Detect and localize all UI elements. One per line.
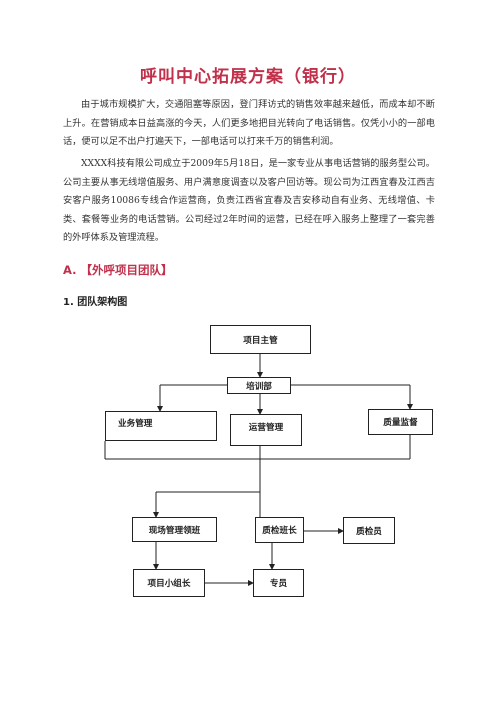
org-box-quality-supervision: 质量监督	[368, 409, 433, 435]
org-box-qc-staff: 质检员	[343, 517, 395, 544]
org-box-specialist: 专员	[253, 569, 304, 597]
org-box-operations-mgmt: 运营管理	[230, 414, 302, 446]
org-box-training: 培训部	[227, 377, 291, 394]
org-box-floor-lead: 现场管理领班	[132, 517, 217, 542]
org-box-business-mgmt: 业务管理	[105, 411, 217, 441]
document-title: 呼叫中心拓展方案（银行）	[140, 67, 356, 87]
company-paragraph: XXXX科技有限公司成立于2009年5月18日，是一家专业从事电话营销的服务型公…	[63, 158, 435, 244]
intro-paragraph: 由于城市规模扩大，交通阻塞等原因，登门拜访式的销售效率越来越低，而成本却不断上升…	[63, 99, 435, 148]
section-a-heading: A. 【外呼项目团队】	[63, 263, 173, 277]
org-box-project-director: 项目主管	[210, 325, 311, 354]
org-box-qc-lead: 质检班长	[255, 517, 304, 543]
org-box-team-leader: 项目小组长	[133, 569, 205, 597]
section-1-heading: 1. 团队架构图	[63, 297, 128, 308]
